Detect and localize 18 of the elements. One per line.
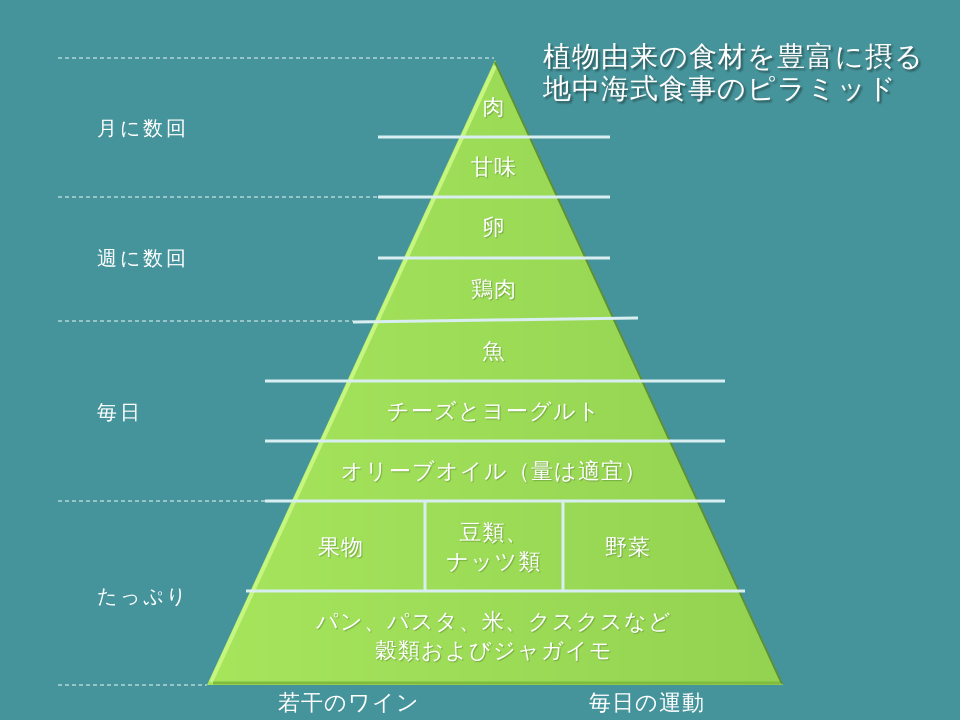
note-label: 毎日の運動	[589, 690, 705, 718]
tier-label: パン、パスタ、米、クスクスなど穀類およびジャガイモ	[316, 608, 672, 666]
tier-label: 肉	[482, 94, 506, 122]
note-label: 若干のワイン	[278, 690, 420, 718]
tier-label: チーズとヨーグルト	[387, 398, 601, 426]
title: 植物由来の食材を豊富に摂る地中海式食事のピラミッド	[543, 41, 925, 105]
frequency-label: 月に数回	[97, 116, 189, 140]
tier-label: 卵	[482, 214, 506, 242]
tier-label: 野菜	[605, 534, 651, 562]
tier-label: 豆類、ナッツ類	[446, 519, 542, 577]
tier-label: オリーブオイル（量は適宜）	[341, 458, 647, 486]
frequency-label: 週に数回	[97, 246, 189, 270]
tier-label: 甘味	[471, 154, 517, 182]
tier-label: 魚	[482, 338, 506, 366]
tier-label: 鶏肉	[471, 276, 517, 304]
frequency-label: 毎日	[97, 400, 143, 424]
tier-label: 果物	[318, 534, 364, 562]
frequency-label: たっぷり	[97, 584, 189, 608]
